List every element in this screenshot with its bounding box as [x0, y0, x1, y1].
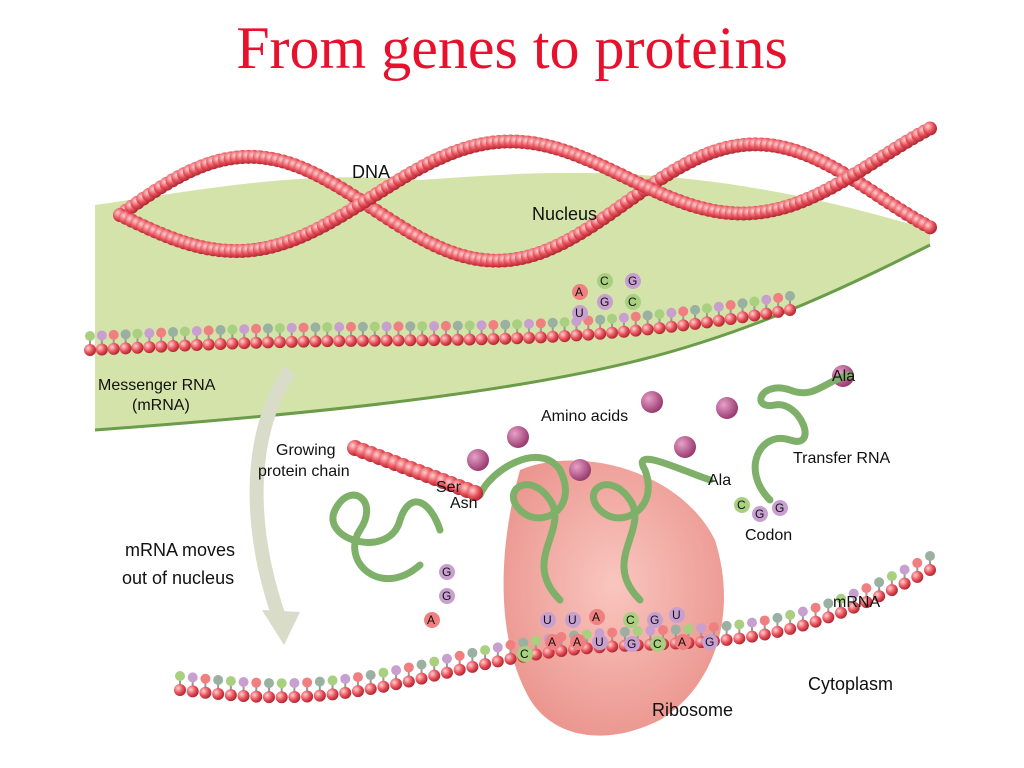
codon-7: A — [675, 634, 691, 650]
svg-text:U: U — [575, 306, 584, 320]
svg-text:A: A — [575, 285, 583, 299]
svg-text:G: G — [628, 274, 637, 288]
svg-text:G: G — [705, 635, 714, 649]
base-rna-u: U — [572, 305, 588, 321]
amino-acid — [641, 391, 663, 413]
export-arrow — [249, 366, 296, 623]
codon-4: U — [592, 634, 608, 650]
svg-text:U: U — [543, 613, 552, 627]
svg-text:C: C — [653, 637, 662, 651]
base-dna-g1: G — [625, 273, 641, 289]
base-dna-c: C — [597, 273, 613, 289]
ribosome — [503, 460, 724, 736]
trna-ribosome-2 — [590, 455, 714, 604]
base-dna-a: A — [572, 284, 588, 300]
amino-label-ala-mid: Ala — [708, 472, 731, 489]
left-trna-base-1: G — [439, 564, 455, 580]
svg-text:U: U — [672, 608, 681, 622]
nuclear-mrna — [84, 291, 796, 356]
label-growing: Growing — [276, 442, 336, 459]
anticodon-6: U — [669, 607, 685, 623]
dna-strand-a — [113, 137, 937, 268]
svg-text:G: G — [442, 589, 451, 603]
anticodon-2: U — [565, 612, 581, 628]
left-trna-base-2: G — [439, 588, 455, 604]
svg-text:G: G — [775, 501, 784, 515]
svg-text:G: G — [650, 613, 659, 627]
base-dna-g2: G — [597, 294, 613, 310]
anticodon-3: A — [589, 609, 605, 625]
svg-text:G: G — [755, 507, 764, 521]
svg-text:C: C — [520, 647, 529, 661]
amino-acid — [674, 436, 696, 458]
left-trna-base-3: A — [424, 612, 440, 628]
label-messenger-rna: Messenger RNA — [98, 377, 216, 394]
amino-label-ser: Ser — [436, 479, 462, 496]
label-amino-acids: Amino acids — [541, 408, 628, 425]
svg-text:C: C — [628, 295, 637, 309]
codon-base-2: G — [752, 506, 768, 522]
label-nucleus: Nucleus — [532, 204, 597, 224]
label-mrna-moves: mRNA moves — [125, 540, 235, 560]
amino-acid — [569, 459, 591, 481]
label-mrna-paren: (mRNA) — [132, 397, 190, 414]
label-mrna: mRNA — [833, 594, 880, 611]
codon-1: C — [517, 646, 533, 662]
codon-base-3: G — [772, 500, 788, 516]
codon-5: G — [624, 636, 640, 652]
nucleotide-backbones — [84, 121, 937, 704]
label-dna: DNA — [352, 162, 390, 182]
label-cytoplasm: Cytoplasm — [808, 674, 893, 694]
amino-acid — [467, 449, 489, 471]
growing-protein-chain — [347, 440, 483, 501]
svg-text:A: A — [573, 635, 581, 649]
base-dna-c2: C — [625, 294, 641, 310]
label-codon: Codon — [745, 527, 792, 544]
svg-text:U: U — [568, 613, 577, 627]
free-amino-acids — [467, 365, 854, 481]
svg-text:A: A — [427, 613, 435, 627]
label-protein-chain: protein chain — [258, 463, 350, 480]
transfer-rna-molecules — [329, 371, 854, 604]
svg-text:C: C — [600, 274, 609, 288]
svg-text:U: U — [595, 635, 604, 649]
svg-text:A: A — [678, 635, 686, 649]
trna-top-right — [751, 371, 854, 504]
svg-text:A: A — [548, 635, 556, 649]
export-arrowhead — [262, 610, 300, 645]
codon-2: A — [545, 634, 561, 650]
svg-text:G: G — [600, 295, 609, 309]
protein-bead — [467, 485, 483, 501]
amino-acid — [716, 397, 738, 419]
svg-text:C: C — [737, 498, 746, 512]
label-out-of-nucleus: out of nucleus — [122, 568, 234, 588]
svg-text:A: A — [592, 610, 600, 624]
anticodon-1: U — [540, 612, 556, 628]
page-title: From genes to proteins — [236, 15, 788, 81]
codon-6: C — [650, 636, 666, 652]
trna-left — [329, 491, 444, 582]
codon-3: A — [570, 634, 586, 650]
label-transfer-rna: Transfer RNA — [793, 450, 891, 467]
svg-text:C: C — [626, 613, 635, 627]
base-letters: C G A G C U C G G G G A U U A C G U C A … — [424, 273, 788, 662]
codon-8: G — [702, 634, 718, 650]
dna-strand-b — [113, 121, 937, 259]
label-ribosome: Ribosome — [652, 700, 733, 720]
anticodon-4: C — [623, 612, 639, 628]
amino-acid — [507, 426, 529, 448]
svg-text:G: G — [627, 637, 636, 651]
amino-label-ala-top: Ala — [832, 368, 855, 385]
amino-label-asn: Asn — [450, 495, 478, 512]
anticodon-5: G — [647, 612, 663, 628]
trna-ribosome-1 — [476, 454, 569, 604]
codon-base-1: C — [734, 497, 750, 513]
svg-text:G: G — [442, 565, 451, 579]
